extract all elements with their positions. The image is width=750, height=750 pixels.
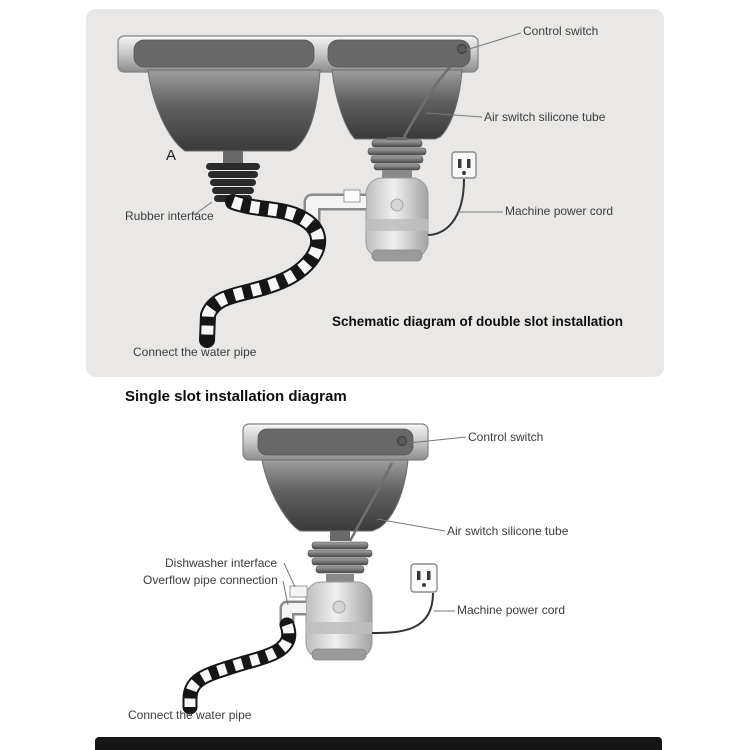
label-connect-water-pipe: Connect the water pipe (128, 708, 252, 722)
marker-a: A (166, 147, 177, 164)
label-air-switch-tube: Air switch silicone tube (484, 110, 606, 124)
drain-pipe (303, 189, 366, 228)
control-switch-knob (397, 436, 407, 446)
left-bowl (147, 69, 321, 152)
label-dishwasher-interface: Dishwasher interface (165, 556, 278, 570)
double-sink (117, 35, 479, 152)
label-machine-power-cord: Machine power cord (505, 204, 614, 218)
leader-control-switch (465, 32, 522, 51)
right-bowl (331, 69, 463, 140)
corrugated-drain-hose (199, 194, 327, 348)
leader-lines (282, 436, 467, 612)
double-slot-title: Schematic diagram of double slot install… (332, 314, 624, 329)
label-control-switch: Control switch (523, 24, 599, 38)
double-slot-diagram (117, 32, 522, 348)
label-rubber-interface: Rubber interface (125, 209, 214, 223)
leader-air-tube (376, 518, 446, 532)
single-slot-title: Single slot installation diagram (125, 388, 347, 405)
air-switch-tube (348, 462, 394, 542)
leader-rubber-interface (193, 201, 213, 216)
leader-overflow-pipe (282, 580, 289, 606)
leader-control-switch (408, 436, 467, 444)
bottom-dark-strip (95, 737, 662, 750)
disposal-unit (365, 137, 429, 262)
single-bowl (261, 459, 409, 532)
control-switch-knob (457, 44, 467, 54)
air-switch-tube (402, 66, 451, 138)
power-outlet (451, 151, 477, 179)
single-sink (242, 423, 429, 532)
leader-air-tube (425, 112, 483, 118)
corrugated-drain-hose (182, 617, 297, 715)
label-machine-power-cord: Machine power cord (457, 603, 566, 617)
disposal-unit (305, 531, 373, 661)
pipe-fitting (343, 189, 361, 203)
single-slot-section: Single slot installation diagram Control… (0, 385, 750, 737)
double-slot-panel: Control switch Air switch silicone tube … (86, 9, 664, 377)
leader-dishwasher-interface (283, 562, 296, 588)
leader-lines (193, 32, 522, 216)
label-overflow-pipe-connection: Overflow pipe connection (143, 573, 278, 587)
power-cord (371, 592, 434, 634)
power-cord (427, 178, 465, 236)
power-outlet (410, 563, 438, 593)
dishwasher-interface-stub (289, 585, 308, 598)
label-air-switch-tube: Air switch silicone tube (447, 524, 569, 538)
single-slot-diagram (182, 423, 467, 715)
label-connect-water-pipe: Connect the water pipe (133, 345, 257, 359)
label-control-switch: Control switch (468, 430, 544, 444)
